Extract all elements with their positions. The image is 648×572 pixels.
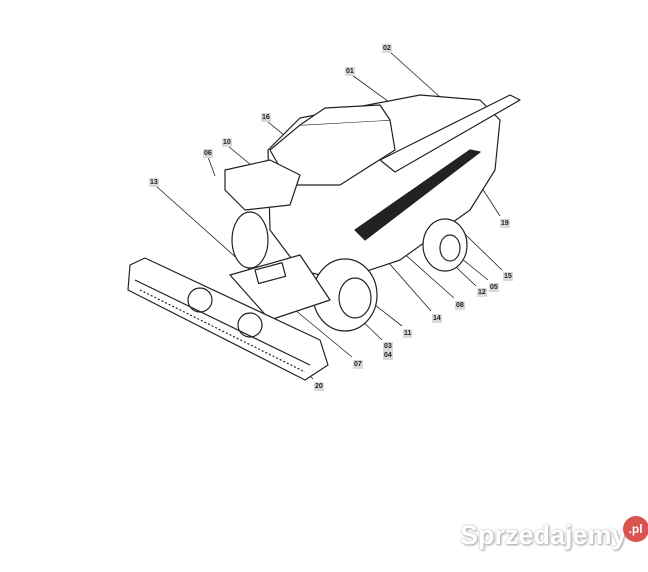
callout-04: 04 (383, 351, 393, 360)
watermark: Sprzedajemy .pl (460, 516, 648, 551)
callout-11: 11 (403, 329, 413, 338)
callout-14: 14 (432, 314, 442, 323)
callout-13: 13 (149, 178, 159, 187)
callout-03: 03 (383, 342, 393, 351)
watermark-badge: .pl (622, 516, 648, 542)
callout-07: 07 (353, 360, 363, 369)
callout-19: 19 (500, 219, 510, 228)
callout-06: 06 (203, 149, 213, 158)
callout-10: 10 (222, 138, 232, 147)
callout-05: 05 (489, 283, 499, 292)
watermark-text: Sprzedajemy (460, 520, 627, 550)
callout-01: 01 (345, 67, 355, 76)
callout-12: 12 (477, 288, 487, 297)
callout-15: 15 (503, 272, 513, 281)
callout-20: 20 (314, 382, 324, 391)
callout-16: 16 (261, 113, 271, 122)
callout-02: 02 (382, 44, 392, 53)
callout-08: 08 (455, 301, 465, 310)
